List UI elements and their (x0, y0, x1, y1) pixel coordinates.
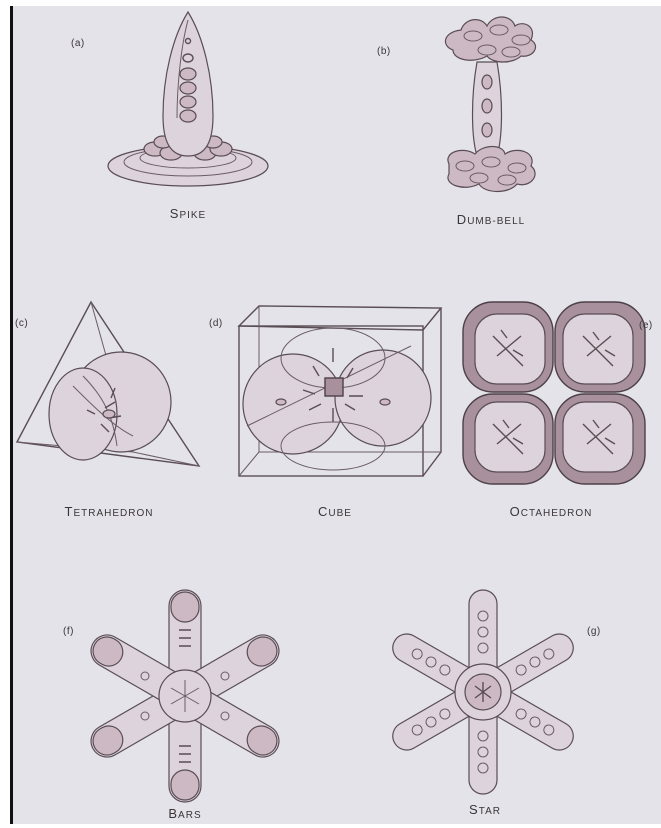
caption-spike: SPIKE (170, 206, 206, 221)
caption-star: STAR (469, 802, 501, 817)
octahedron-form-icon (463, 302, 645, 484)
panel-e-label: (e) (639, 320, 653, 331)
star-form-icon (388, 590, 579, 794)
spike-form-icon (108, 12, 268, 186)
caption-cube: CUBE (318, 504, 352, 519)
cube-form-icon (239, 306, 441, 476)
panel-d-label: (d) (209, 318, 223, 329)
figure-plate: (a) (b) (c) (d) (e) (f) (g) SPIKE DUMB-B… (10, 6, 661, 824)
panel-g-label: (g) (587, 626, 601, 637)
panel-f-label: (f) (63, 626, 74, 637)
caption-tetrahedron: TETRAHEDRON (65, 504, 154, 519)
caption-bars: BARS (168, 806, 201, 821)
tetrahedron-form-icon (17, 302, 199, 466)
panel-c-label: (c) (15, 318, 28, 329)
dumb-bell-form-icon (445, 17, 535, 192)
bars-form-icon (85, 590, 285, 802)
panel-a-label: (a) (71, 38, 85, 49)
figure-drawings (13, 6, 661, 824)
caption-octahedron: OCTAHEDRON (510, 504, 593, 519)
panel-b-label: (b) (377, 46, 391, 57)
caption-dumb-bell: DUMB-BELL (457, 212, 525, 227)
